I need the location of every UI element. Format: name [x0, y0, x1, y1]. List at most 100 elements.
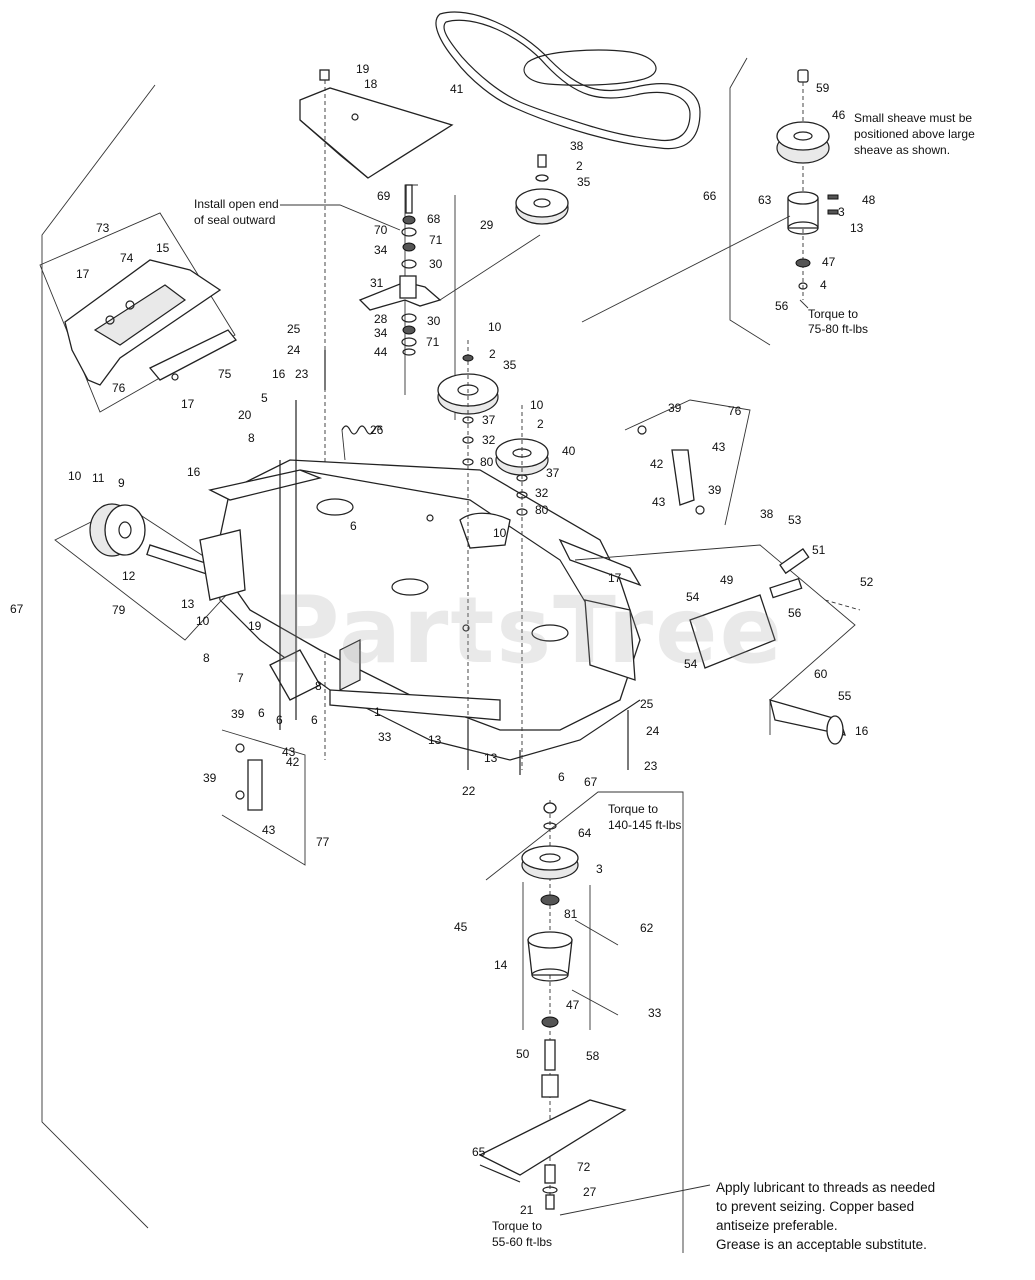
callout-16: 16	[855, 724, 869, 738]
callout-39: 39	[708, 483, 722, 497]
deck-hanger-bracket-76	[624, 399, 751, 526]
note-sheave-line1: Small sheave must be	[854, 111, 972, 125]
callout-37: 37	[546, 466, 560, 480]
callout-6: 6	[276, 713, 283, 727]
callout-32: 32	[482, 433, 496, 447]
callout-19: 19	[248, 619, 262, 633]
callout-79: 79	[112, 603, 126, 617]
assembly-boundaries	[41, 57, 771, 1253]
callout-74: 74	[120, 251, 134, 265]
callout-54: 54	[684, 657, 698, 671]
note-torque-top-line1: Torque to	[808, 307, 858, 321]
sheave-40	[495, 405, 549, 770]
note-sheave-line3: sheave as shown.	[854, 143, 950, 157]
callout-43: 43	[262, 823, 276, 837]
idler-bracket-assembly	[358, 184, 541, 356]
callout-76: 76	[728, 404, 742, 418]
callout-43: 43	[712, 440, 726, 454]
callout-10: 10	[196, 614, 210, 628]
callout-31: 31	[370, 276, 384, 290]
callout-64: 64	[578, 826, 592, 840]
callout-28: 28	[374, 312, 388, 326]
callout-5: 5	[261, 391, 268, 405]
deck-lift-bracket-73	[39, 212, 237, 413]
watermark: PartsTree	[272, 577, 784, 684]
blade-spindle-assembly-45	[478, 800, 627, 1210]
callout-77: 77	[316, 835, 330, 849]
callout-13: 13	[428, 733, 442, 747]
note-torque-blade-line1: Torque to	[492, 1219, 542, 1233]
callout-51: 51	[812, 543, 826, 557]
callout-26: 26	[370, 423, 384, 437]
callout-41: 41	[450, 82, 464, 96]
callout-70: 70	[374, 223, 388, 237]
callout-13: 13	[484, 751, 498, 765]
callout-43: 43	[652, 495, 666, 509]
callout-35: 35	[577, 175, 591, 189]
callout-62: 62	[640, 921, 654, 935]
callout-56: 56	[788, 606, 802, 620]
callout-17: 17	[608, 571, 622, 585]
anti-scalp-wheel-assembly-79	[54, 503, 246, 641]
callout-45: 45	[454, 920, 468, 934]
callout-10: 10	[493, 526, 507, 540]
note-seal-line1: Install open end	[194, 197, 279, 211]
deck-hanger-bracket-77	[221, 729, 306, 866]
sheave-35-top	[515, 154, 569, 225]
callout-55: 55	[838, 689, 852, 703]
callout-56: 56	[775, 299, 789, 313]
callout-37: 37	[482, 413, 496, 427]
callout-24: 24	[646, 724, 660, 738]
callout-47: 47	[566, 998, 580, 1012]
note-torque-top-line2: 75-80 ft-lbs	[808, 322, 868, 336]
sheave-35-mid	[437, 340, 499, 770]
callout-59: 59	[816, 81, 830, 95]
bolts-22-23	[279, 350, 629, 775]
drive-belt	[435, 11, 701, 150]
callout-69: 69	[377, 189, 391, 203]
callout-7: 7	[237, 671, 244, 685]
note-lube-line1: Apply lubricant to threads as needed	[716, 1180, 935, 1195]
callout-44: 44	[374, 345, 388, 359]
note-torque-spindle-line2: 140-145 ft-lbs	[608, 818, 681, 832]
callout-67: 67	[10, 602, 24, 616]
callout-15: 15	[156, 241, 170, 255]
callout-52: 52	[860, 575, 874, 589]
callout-40: 40	[562, 444, 576, 458]
callout-32: 32	[535, 486, 549, 500]
note-lube-line4: Grease is an acceptable substitute.	[716, 1237, 927, 1252]
callout-66: 66	[703, 189, 717, 203]
callout-34: 34	[374, 243, 388, 257]
callout-72: 72	[577, 1160, 591, 1174]
callout-13: 13	[850, 221, 864, 235]
callout-43: 43	[282, 745, 296, 759]
callout-54: 54	[686, 590, 700, 604]
callout-23: 23	[295, 367, 309, 381]
note-sheave-line2: positioned above large	[854, 127, 975, 141]
callout-2: 2	[489, 347, 496, 361]
mower-deck	[208, 459, 642, 761]
callout-63: 63	[758, 193, 772, 207]
note-seal-line2: of seal outward	[194, 213, 275, 227]
idler-spindle-assembly-66	[581, 69, 839, 323]
callout-27: 27	[583, 1185, 597, 1199]
callout-42: 42	[286, 755, 300, 769]
callout-71: 71	[429, 233, 443, 247]
callout-39: 39	[668, 401, 682, 415]
callout-18: 18	[364, 77, 378, 91]
callout-81: 81	[564, 907, 578, 921]
callout-71: 71	[426, 335, 440, 349]
callout-4: 4	[820, 278, 827, 292]
callout-8: 8	[248, 431, 255, 445]
note-lube-line2: to prevent seizing. Copper based	[716, 1199, 914, 1214]
belt-cover	[299, 69, 454, 760]
callout-8: 8	[315, 679, 322, 693]
note-torque-spindle-line1: Torque to	[608, 802, 658, 816]
callout-14: 14	[494, 958, 508, 972]
spring-26	[341, 425, 383, 461]
callout-30: 30	[429, 257, 443, 271]
callout-16: 16	[187, 465, 201, 479]
callout-25: 25	[287, 322, 301, 336]
callout-33: 33	[378, 730, 392, 744]
